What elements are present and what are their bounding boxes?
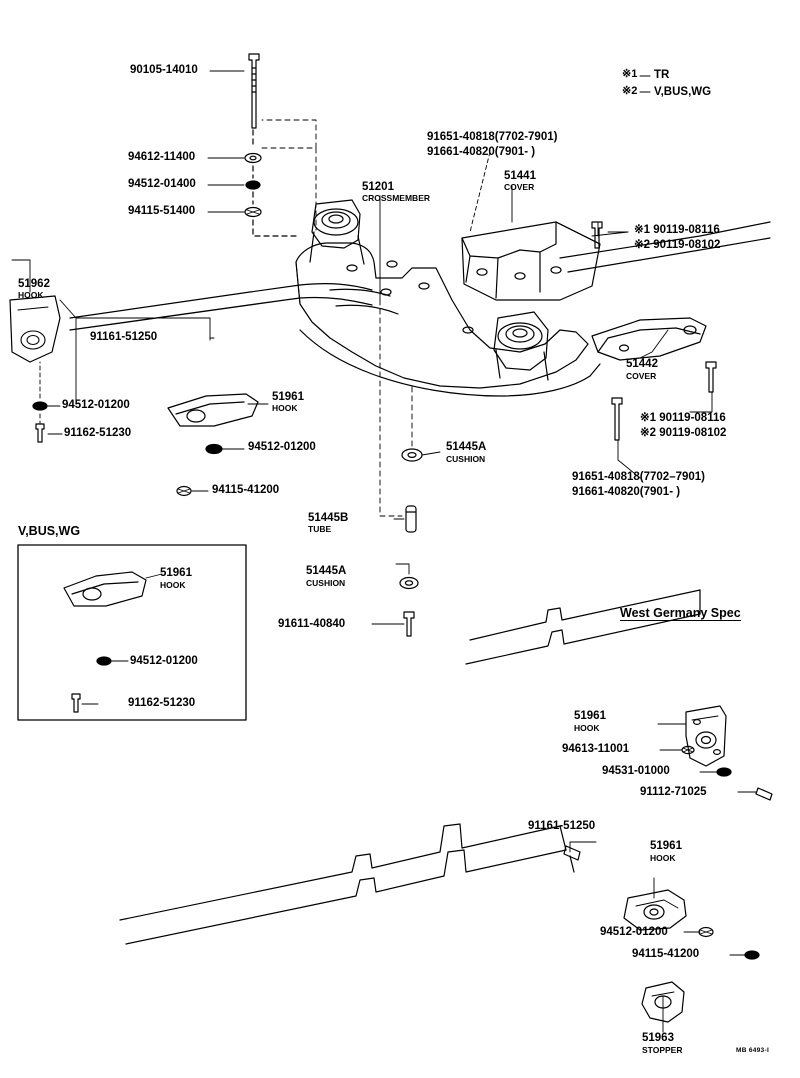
label-51961-inset: 51961 — [160, 567, 192, 579]
label-94115-51400: 94115-51400 — [128, 205, 196, 217]
legend-mark-2: ※2 — [622, 85, 638, 97]
label-91162-51230-inset: 91162-51230 — [128, 697, 196, 709]
label-90119-08102-upper: ※2 90119-08102 — [634, 239, 721, 251]
legend-text-2: V,BUS,WG — [654, 86, 712, 98]
label-51445A-upper: 51445A — [446, 441, 487, 453]
label-51963-sub: STOPPER — [642, 1045, 683, 1055]
label-94531-01000: 94531-01000 — [602, 765, 670, 777]
label-94512-01200-mid: 94512-01200 — [248, 441, 316, 453]
label-51201: 51201 — [362, 181, 394, 193]
label-51445B: 51445B — [308, 512, 349, 524]
label-51962: 51962 — [18, 278, 50, 290]
legend-mark-1: ※1 — [622, 68, 638, 80]
label-51961-mid-sub: HOOK — [272, 403, 298, 413]
label-94613-11001: 94613-11001 — [562, 743, 630, 755]
label-91651-40818: 91651-40818(7702-7901) — [427, 131, 558, 143]
label-51961-inset-sub: HOOK — [160, 580, 186, 590]
label-94115-41200-mid: 94115-41200 — [212, 484, 280, 496]
label-90119-08116-upper: ※1 90119-08116 — [634, 224, 720, 236]
label-94115-41200-lower: 94115-41200 — [632, 948, 700, 960]
label-94612-11400: 94612-11400 — [128, 151, 196, 163]
label-91661-40820-lower: 91661-40820(7901- ) — [572, 486, 681, 498]
label-51445A-lower-sub: CUSHION — [306, 578, 346, 588]
label-91162-51230-left: 91162-51230 — [64, 427, 132, 439]
label-51201-sub: CROSSMEMBER — [362, 193, 431, 203]
label-51441-sub: COVER — [504, 182, 535, 192]
label-51445B-sub: TUBE — [308, 524, 332, 534]
label-91611-40840: 91611-40840 — [278, 618, 346, 630]
label-51442-sub: COVER — [626, 371, 657, 381]
label-91661-40820: 91661-40820(7901- ) — [427, 146, 536, 158]
label-91161-51250-lower: 91161-51250 — [528, 820, 596, 832]
label-91651-40818-lower: 91651-40818(7702–7901) — [572, 471, 706, 483]
label-90105-14010: 90105-14010 — [130, 64, 198, 76]
label-51441: 51441 — [504, 170, 536, 182]
label-90119-08102-lower: ※2 90119-08102 — [640, 427, 727, 439]
label-51962-sub: HOOK — [18, 290, 44, 300]
label-51445A-upper-sub: CUSHION — [446, 454, 486, 464]
legend-text-1: TR — [654, 69, 670, 81]
label-94512-01200-left: 94512-01200 — [62, 399, 130, 411]
label-51963: 51963 — [642, 1032, 674, 1044]
label-91112-71025: 91112-71025 — [640, 786, 707, 798]
label-51442: 51442 — [626, 358, 658, 370]
label-51961-wg-sub: HOOK — [574, 723, 600, 733]
sheet-code: MB 6493-I — [736, 1047, 770, 1054]
label-94512-01200-inset: 94512-01200 — [130, 655, 198, 667]
inset-title: V,BUS,WG — [18, 524, 81, 538]
label-94512-01200-lower: 94512-01200 — [600, 926, 668, 938]
label-90119-08116-lower: ※1 90119-08116 — [640, 412, 726, 424]
label-51961-lower-sub: HOOK — [650, 853, 676, 863]
west-germany-spec-title: West Germany Spec — [620, 606, 741, 621]
label-91161-51250-upper: 91161-51250 — [90, 331, 158, 343]
label-51445A-lower: 51445A — [306, 565, 347, 577]
label-51961-lower: 51961 — [650, 840, 682, 852]
label-94512-01400: 94512-01400 — [128, 178, 196, 190]
label-51961-wg: 51961 — [574, 710, 606, 722]
label-51961-mid: 51961 — [272, 391, 304, 403]
